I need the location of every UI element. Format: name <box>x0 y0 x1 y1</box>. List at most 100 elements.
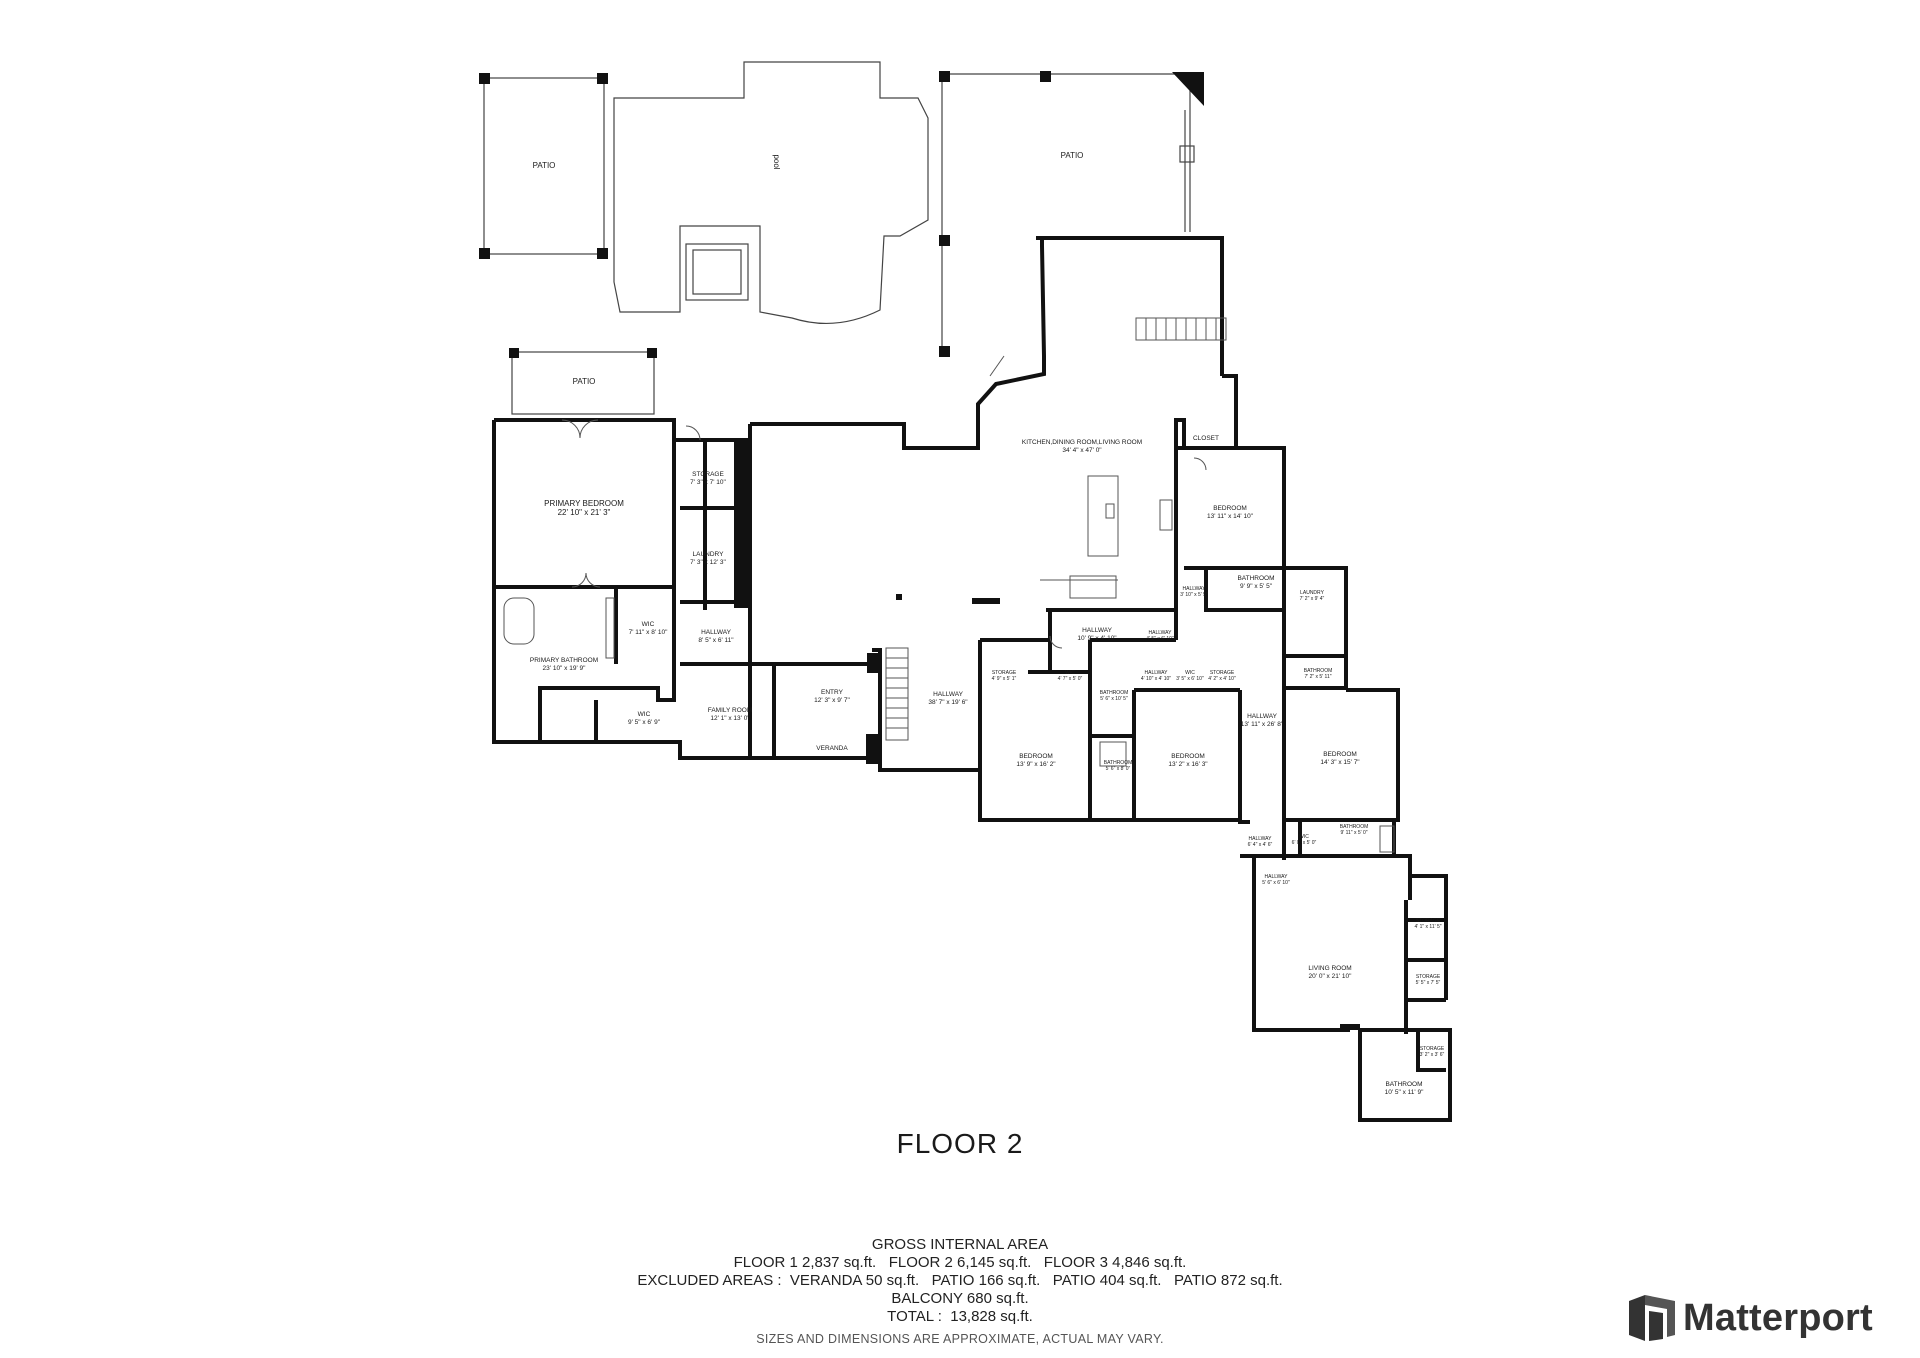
room-name: HALLWAY <box>1183 586 1207 592</box>
room-dims: 9' 5" x 6' 9" <box>628 719 661 726</box>
room-dims: 13' 11" x 26' 8" <box>1241 721 1284 728</box>
room-dims: 23' 10" x 19' 9" <box>543 665 587 672</box>
room-dims: 4' 2" x 4' 10" <box>1208 676 1236 682</box>
room-name: ENTRY <box>821 689 844 696</box>
room-dims: 6' 0" x 5' 0" <box>1292 840 1317 846</box>
room-dims: 3' 5" x 6' 10" <box>1176 676 1204 682</box>
room-dims: 5' 6" x 8' 0" <box>1106 766 1131 772</box>
room-name: PATIO <box>573 377 596 386</box>
room-dims: 14' 3" x 15' 7" <box>1320 759 1360 766</box>
room-name: PATIO <box>1061 151 1084 160</box>
room-name: pool <box>772 154 781 169</box>
room-name: HALLWAY <box>1265 874 1289 880</box>
room-dims: 12' 3" x 9' 7" <box>814 697 850 704</box>
patio-posts <box>479 71 1204 358</box>
matterport-logo-icon <box>1629 1295 1675 1341</box>
room-dims: 7' 3" x 12' 3" <box>690 559 726 566</box>
room-dims: 10' 5" x 11' 9" <box>1385 1089 1424 1096</box>
room-name: HALLWAY <box>1247 713 1278 720</box>
room-dims: 4' 9" x 5' 1" <box>992 676 1017 682</box>
room-name: VERANDA <box>816 745 848 752</box>
room-name: BATHROOM <box>1237 575 1274 582</box>
room-name: HALLWAY <box>1249 836 1273 842</box>
room-dims: 8' 5" x 6' 11" <box>698 637 734 644</box>
room-dims: 22' 10" x 21' 3" <box>558 508 611 517</box>
svg-text:CLOSET: CLOSET <box>1193 435 1219 442</box>
room-dims: 20' 0" x 21' 10" <box>1309 973 1353 980</box>
room-dims: 7' 2" x 5' 11" <box>1304 674 1331 680</box>
room-dims: 34' 4" x 47' 0" <box>1062 447 1102 454</box>
room-name: LAUNDRY <box>693 551 725 558</box>
room-name: STORAGE <box>1210 670 1235 676</box>
room-name: LAUNDRY <box>1300 590 1324 596</box>
room-dims: 9' 9" x 5' 5" <box>1240 583 1273 590</box>
room-name: FAMILY ROOM <box>708 707 753 714</box>
room-name: PRIMARY BATHROOM <box>530 657 598 664</box>
room-name: WIC <box>1185 670 1195 676</box>
room-name: KITCHEN,DINING ROOM,LIVING ROOM <box>1022 439 1142 446</box>
room-name: BEDROOM <box>1019 753 1053 760</box>
brand: Matterport <box>1627 1295 1873 1341</box>
room-name: STORAGE <box>1416 918 1441 924</box>
svg-text:pool: pool <box>772 154 781 169</box>
room-name: HALLWAY <box>933 691 964 698</box>
svg-text:PATIO: PATIO <box>1061 151 1084 160</box>
summary-balcony: BALCONY 680 sq.ft. <box>891 1290 1029 1307</box>
walls <box>492 236 1452 1122</box>
summary-total: TOTAL : 13,828 sq.ft. <box>887 1308 1033 1325</box>
brand-name: Matterport <box>1683 1296 1873 1339</box>
room-dims: 13' 2" x 16' 3" <box>1168 761 1208 768</box>
room-name: BATHROOM <box>1100 690 1129 696</box>
disclaimer: SIZES AND DIMENSIONS ARE APPROXIMATE, AC… <box>756 1332 1164 1346</box>
room-name: STORAGE <box>692 471 724 478</box>
room-dims: 4' 7" x 5' 0" <box>1058 676 1083 682</box>
room-name: BATHROOM <box>1385 1081 1422 1088</box>
room-name: LIVING ROOM <box>1308 965 1351 972</box>
area-summary: GROSS INTERNAL AREA FLOOR 1 2,837 sq.ft.… <box>0 1236 1920 1348</box>
room-dims: 7' 2" x 9' 4" <box>1300 596 1325 602</box>
room-name: PATIO <box>533 161 556 170</box>
room-dims: 4' 5" x 6' 10" <box>1146 636 1174 642</box>
room-name: HALLWAY <box>1145 670 1169 676</box>
room-name: BEDROOM <box>1213 505 1247 512</box>
room-dims: 12' 1" x 13' 0" <box>710 715 750 722</box>
room-dims: 4' 10" x 4' 10" <box>1141 676 1171 682</box>
room-dims: 3' 10" x 5' 5" <box>1180 592 1208 598</box>
room-name: BATHROOM <box>1104 760 1133 766</box>
room-dims: 5' 6" x 10' 5" <box>1100 696 1128 702</box>
room-dims: 13' 9" x 16' 2" <box>1016 761 1056 768</box>
room-name: BATHROOM <box>1340 824 1369 830</box>
room-dims: 6' 4" x 4' 6" <box>1248 842 1273 848</box>
room-dims: 13' 11" x 14' 10" <box>1207 513 1254 520</box>
room-dims: 7' 11" x 8' 10" <box>629 629 668 636</box>
